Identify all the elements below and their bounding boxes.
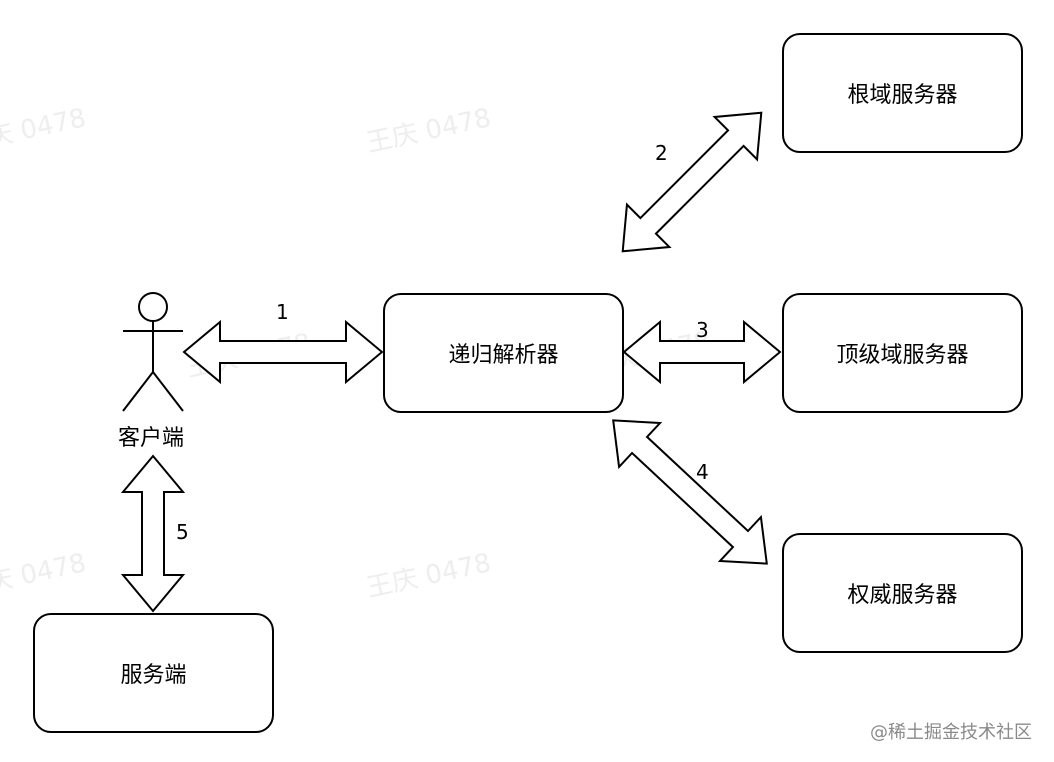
recursive-resolver-label: 递归解析器 (448, 343, 559, 368)
client-actor-icon (122, 292, 184, 412)
edge-label-1: 1 (276, 300, 289, 324)
server-label: 服务端 (120, 663, 187, 688)
edge-arrow-5 (120, 454, 186, 613)
footer-credit: @稀土掘金技术社区 (870, 722, 1032, 743)
server-node: 服务端 (33, 613, 274, 733)
edge-label-5: 5 (176, 520, 189, 544)
edge-arrow-1 (182, 319, 384, 385)
tld-server-label: 顶级域服务器 (836, 343, 969, 368)
edge-arrow-2 (621, 111, 763, 253)
client-label: 客户端 (118, 426, 185, 451)
tld-server-node: 顶级域服务器 (782, 293, 1023, 413)
edge-label-4: 4 (696, 460, 709, 484)
recursive-resolver-node: 递归解析器 (383, 293, 624, 413)
edge-arrow-4 (612, 419, 768, 565)
root-server-label: 根域服务器 (847, 83, 958, 108)
edge-label-3: 3 (696, 318, 709, 342)
authoritative-server-label: 权威服务器 (847, 583, 958, 608)
edge-label-2: 2 (655, 141, 668, 165)
root-server-node: 根域服务器 (782, 33, 1023, 153)
authoritative-server-node: 权威服务器 (782, 533, 1023, 653)
edge-arrow-3 (622, 319, 782, 385)
